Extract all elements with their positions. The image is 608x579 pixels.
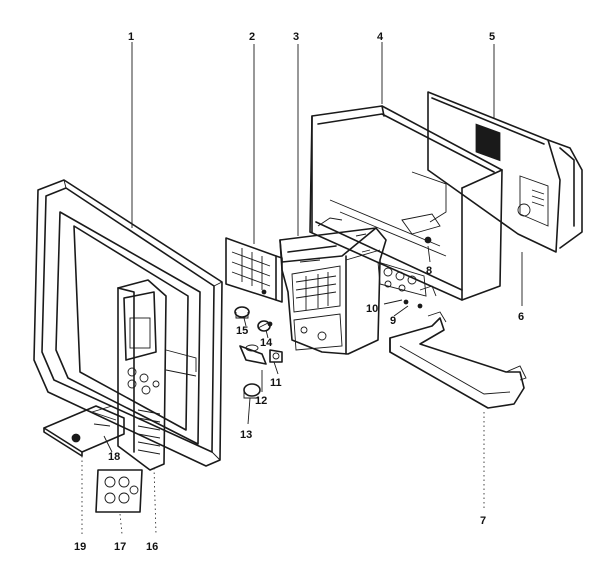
callout-11: 11	[270, 377, 282, 389]
callout-13: 13	[240, 429, 252, 441]
callout-15: 15	[236, 325, 248, 337]
callout-9: 9	[390, 315, 396, 327]
handle-bar	[389, 311, 527, 409]
callout-6: 6	[518, 311, 524, 323]
button-plate	[95, 469, 143, 513]
callout-labels: 1 2 3 4 5 6 7 8 9 10 11 12 13 14 15 16 1…	[74, 31, 524, 553]
control-chassis	[279, 217, 387, 355]
callout-5: 5	[489, 31, 495, 43]
side-control-panel	[117, 279, 197, 471]
front-bezel	[33, 179, 223, 467]
keypad-panel	[225, 237, 283, 303]
callout-4: 4	[377, 31, 384, 43]
callout-3: 3	[293, 31, 299, 43]
callout-17: 17	[114, 541, 126, 553]
callout-16: 16	[146, 541, 158, 553]
leader-lines	[81, 42, 523, 535]
callout-1: 1	[128, 31, 134, 43]
connector-cluster	[377, 261, 437, 309]
small-components	[234, 306, 283, 399]
callout-10: 10	[366, 303, 378, 315]
callout-14: 14	[260, 337, 273, 349]
callout-2: 2	[249, 31, 255, 43]
callout-12: 12	[255, 395, 267, 407]
callout-8: 8	[426, 265, 432, 277]
callout-7: 7	[480, 515, 486, 527]
picture-tube-assembly	[427, 91, 583, 253]
callout-18: 18	[108, 451, 120, 463]
chassis-keypad-grid	[295, 272, 337, 310]
hinged-door	[43, 405, 125, 457]
callout-19: 19	[74, 541, 86, 553]
speaker-grille	[137, 409, 161, 455]
